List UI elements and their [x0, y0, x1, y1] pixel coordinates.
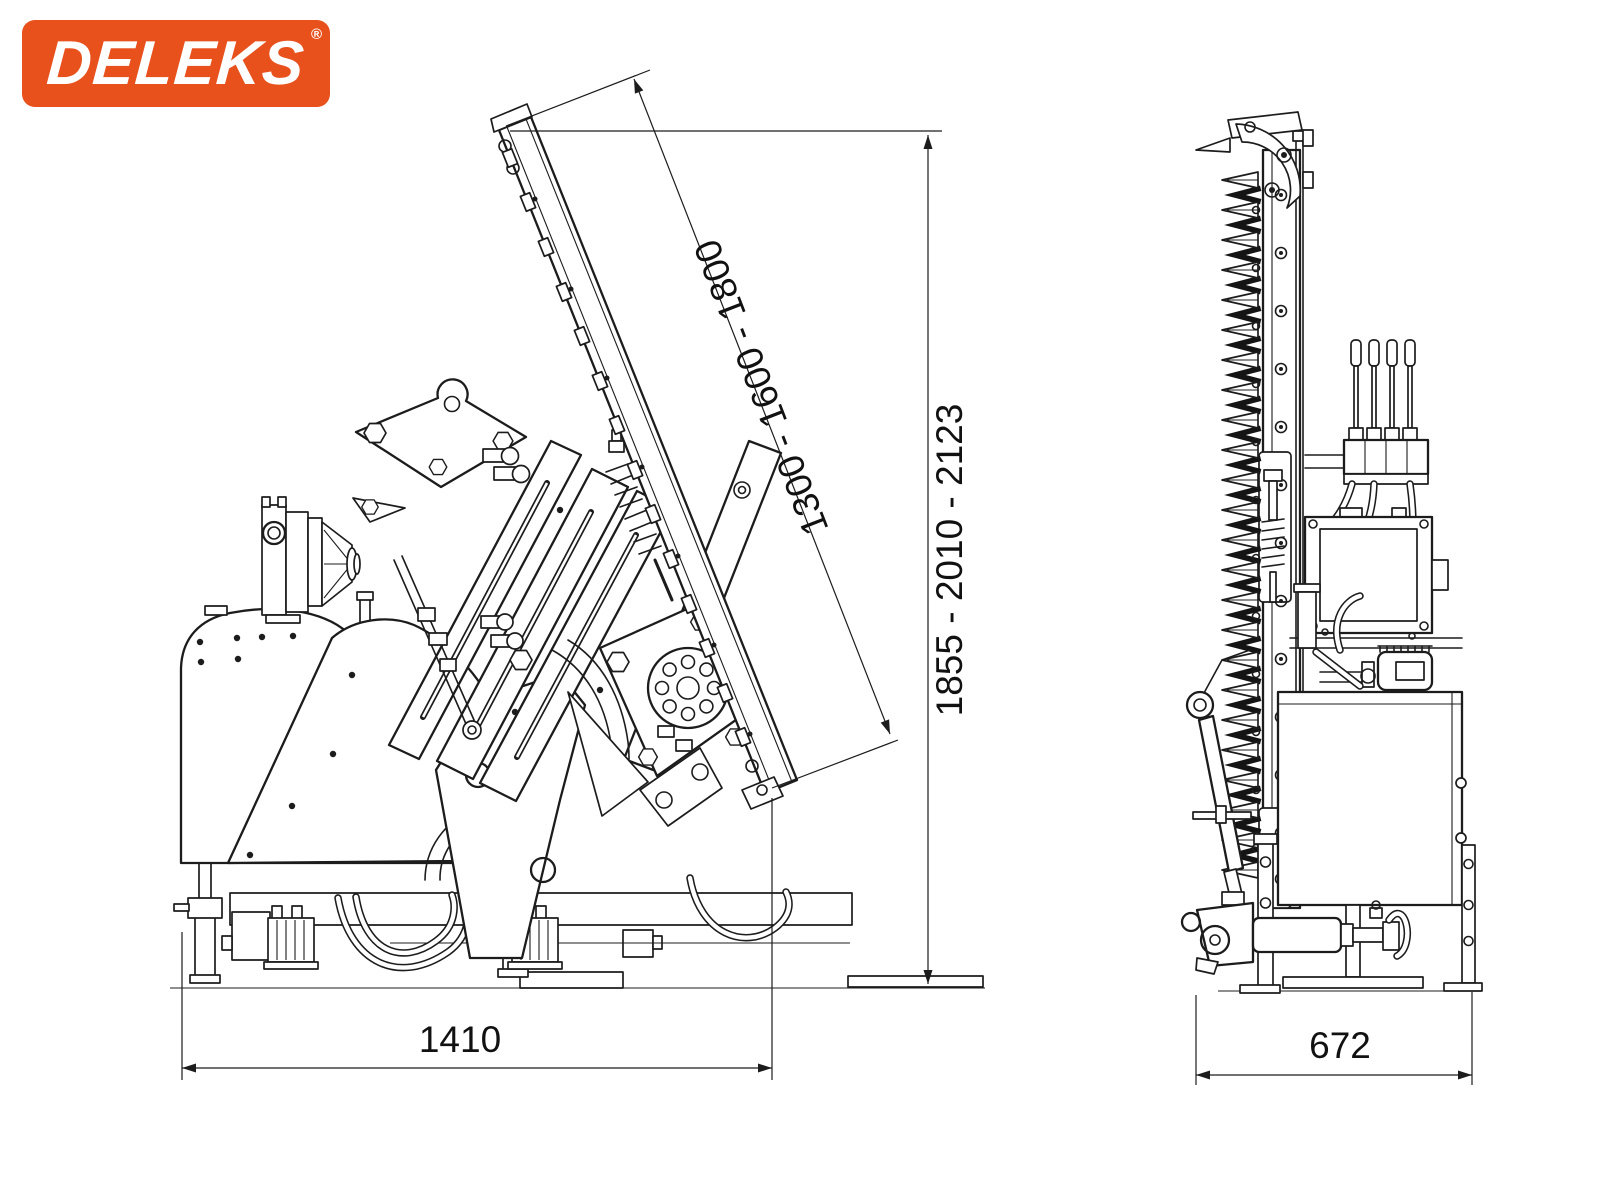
dimension-overall-width: 1410: [181, 932, 773, 1080]
tilt-cylinder-front: [1180, 649, 1255, 975]
dimension-label-overall-height: 1855 - 2010 - 2123: [929, 404, 970, 717]
registered-trademark-icon: ®: [310, 26, 322, 43]
oil-tank: [1276, 690, 1467, 907]
belt-pulley-drive: [261, 496, 361, 624]
front-view-drawing: 672: [1180, 111, 1483, 1085]
horizontal-cylinder-front: [1251, 900, 1412, 960]
turnbuckle-rod: [393, 555, 482, 740]
dimension-overall-height: 1855 - 2010 - 2123: [510, 130, 970, 986]
dimension-label-overall-depth: 672: [1309, 1025, 1371, 1066]
deleks-logo: DELEKS ®: [22, 20, 330, 107]
left-finned-block: [263, 905, 319, 970]
bar-top-guard: [1195, 111, 1314, 209]
cutter-bar-side: [490, 103, 799, 810]
spring-front: [1261, 469, 1285, 603]
side-view-drawing: 1300 - 1600 - 1800 1855 - 2010 - 2123 14…: [170, 69, 985, 1080]
oil-cooler-box: [1303, 507, 1449, 635]
cutter-teeth: [1221, 171, 1258, 879]
arm-hose-fittings: [480, 446, 533, 671]
dimension-label-overall-width: 1410: [419, 1019, 501, 1060]
pump-and-frame: [1289, 583, 1463, 692]
dimension-overall-depth: 672: [1195, 992, 1473, 1085]
